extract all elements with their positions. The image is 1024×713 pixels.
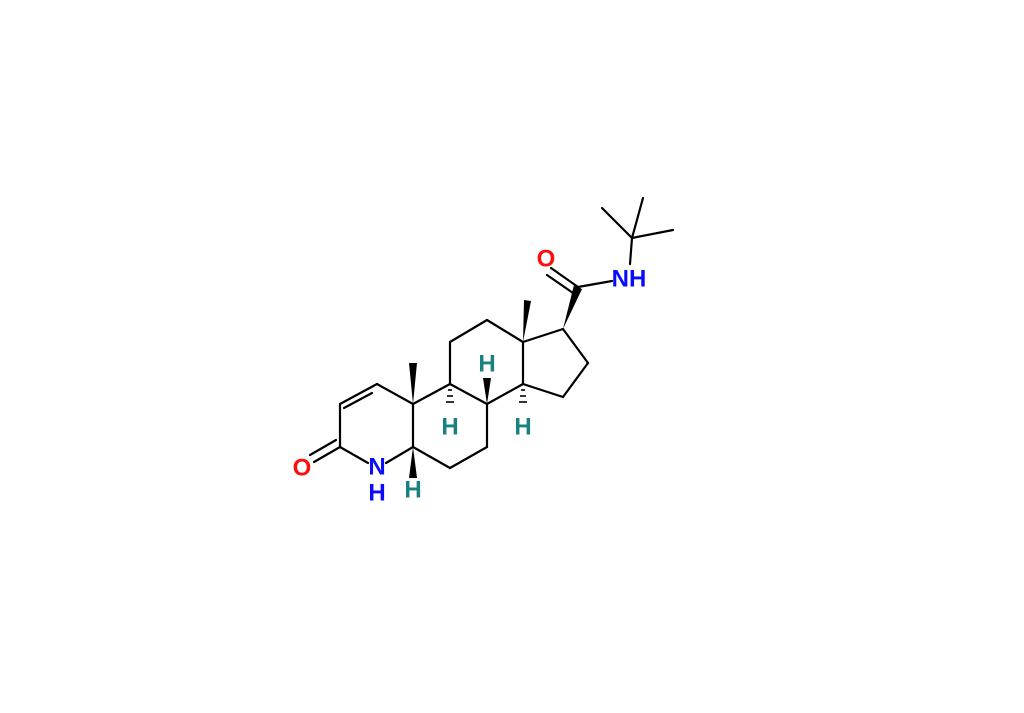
atom-labels: O N H H H H H O NH bbox=[293, 246, 647, 507]
ketone-oxygen-label: O bbox=[293, 455, 312, 482]
amide-oxygen-label: O bbox=[537, 246, 556, 273]
h8-label: H bbox=[478, 351, 495, 378]
bonds bbox=[308, 196, 675, 470]
amide-nitrogen-label: NH bbox=[612, 266, 647, 293]
lactam-hydrogen-label: H bbox=[368, 480, 385, 507]
h5-label: H bbox=[404, 477, 421, 504]
h9-label: H bbox=[441, 414, 458, 441]
wedge-bonds bbox=[409, 285, 582, 478]
lactam-nitrogen-label: N bbox=[368, 454, 385, 481]
h14-label: H bbox=[514, 414, 531, 441]
